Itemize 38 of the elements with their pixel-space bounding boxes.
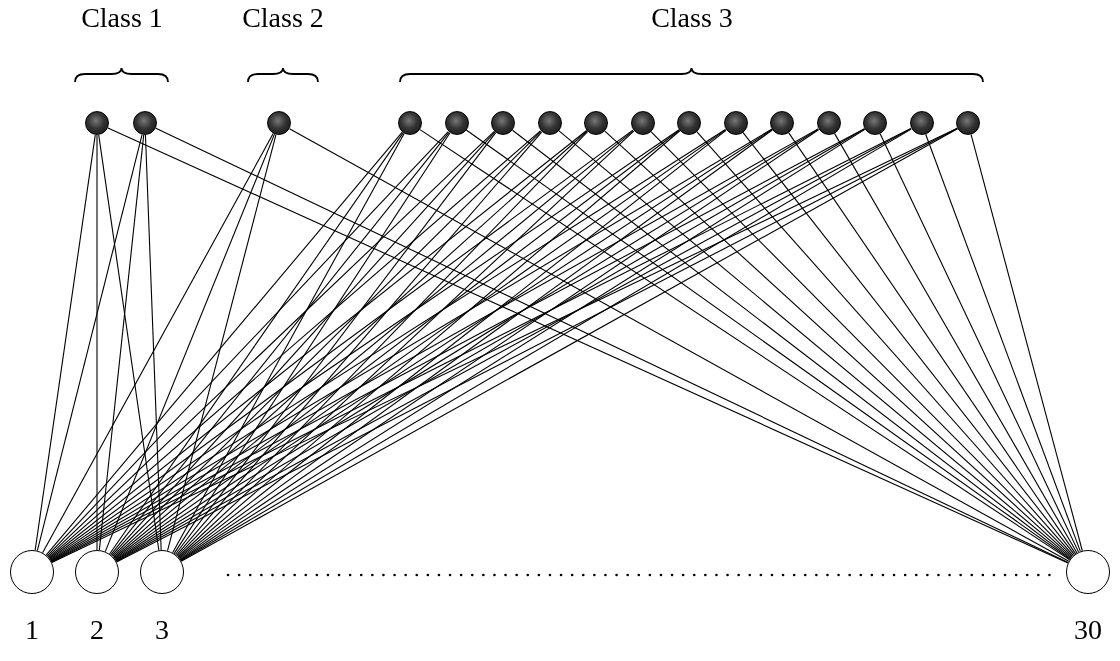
filled-circle bbox=[491, 111, 515, 135]
connector-line bbox=[879, 133, 1080, 553]
filled-circle bbox=[584, 111, 608, 135]
filled-circle bbox=[133, 111, 157, 135]
connector-line bbox=[172, 132, 405, 554]
node-number: 1 bbox=[25, 616, 39, 644]
filled-circle bbox=[444, 111, 469, 135]
class-label: Class 3 bbox=[651, 4, 733, 32]
connector-line bbox=[98, 134, 160, 551]
node-number: 3 bbox=[155, 616, 169, 644]
connector-line bbox=[970, 134, 1083, 552]
filled-circle bbox=[723, 111, 748, 135]
connector-line bbox=[288, 128, 1070, 562]
connector-line bbox=[36, 134, 143, 552]
class-label: Class 1 bbox=[81, 4, 163, 32]
connector-line bbox=[144, 134, 162, 551]
filled-circle bbox=[85, 111, 109, 135]
filled-circle bbox=[863, 111, 887, 135]
class-label: Class 2 bbox=[242, 4, 324, 32]
filled-circle bbox=[630, 111, 655, 135]
connector-line bbox=[833, 132, 1078, 554]
filled-circle bbox=[956, 111, 980, 135]
filled-circle bbox=[537, 111, 562, 135]
node-number: 2 bbox=[90, 616, 104, 644]
filled-circle bbox=[398, 111, 422, 135]
connector-line bbox=[167, 134, 277, 552]
connector-line bbox=[42, 132, 274, 554]
connector-line bbox=[96, 134, 98, 551]
connector-line bbox=[34, 134, 96, 551]
filled-circle bbox=[770, 111, 794, 135]
filled-circle bbox=[677, 111, 701, 135]
connector-line bbox=[104, 133, 276, 553]
connector-line bbox=[98, 134, 145, 551]
connector-line bbox=[925, 133, 1081, 552]
filled-circle bbox=[267, 111, 291, 135]
node-number: 30 bbox=[1074, 616, 1102, 644]
filled-circle bbox=[909, 111, 934, 135]
filled-circle bbox=[816, 111, 841, 135]
